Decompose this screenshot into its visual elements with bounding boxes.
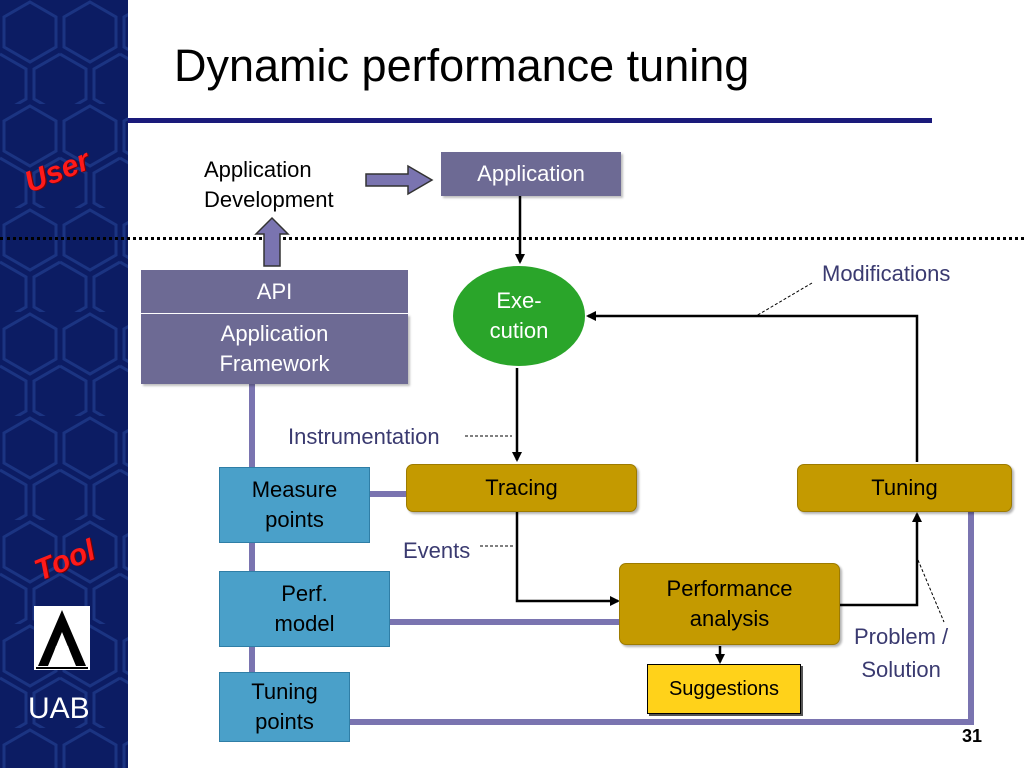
measure-points-box: Measure points: [219, 467, 370, 543]
execution-node: Exe- cution: [453, 266, 585, 366]
modifications-callout: [755, 282, 813, 317]
tracing-to-analysis-arrow: [515, 512, 620, 606]
instrumentation-label: Instrumentation: [288, 424, 440, 449]
user-tool-divider: [0, 237, 1024, 240]
title-underline: [128, 118, 932, 123]
org-label: UAB: [28, 692, 90, 725]
api-box: API: [141, 270, 408, 313]
problem-callout: [917, 559, 945, 623]
tuning-to-exec-arrow: [586, 311, 919, 462]
perf-model-box: Perf. model: [219, 571, 390, 647]
app-development-label: Application Development: [204, 157, 334, 213]
suggestions-box: Suggestions: [647, 664, 801, 714]
page-title: Dynamic performance tuning: [174, 40, 750, 91]
application-box: Application: [441, 152, 621, 196]
app-framework-box: Application Framework: [141, 314, 408, 384]
problem-solution-label: Problem / Solution: [854, 624, 949, 682]
page-number: 31: [962, 726, 983, 746]
events-label: Events: [403, 538, 471, 563]
performance-analysis-box: Performance analysis: [619, 563, 840, 645]
dev-to-app-arrow: [365, 164, 434, 196]
modifications-label: Modifications: [822, 261, 951, 286]
sidebar: User Tool UAB: [0, 0, 128, 768]
api-to-dev-arrow: [254, 216, 290, 267]
tuning-points-box: Tuning points: [219, 672, 350, 742]
tracing-box: Tracing: [406, 464, 637, 512]
tuning-box: Tuning: [797, 464, 1012, 512]
analysis-to-tuning-arrow: [840, 512, 922, 607]
uab-logo: [34, 606, 90, 670]
